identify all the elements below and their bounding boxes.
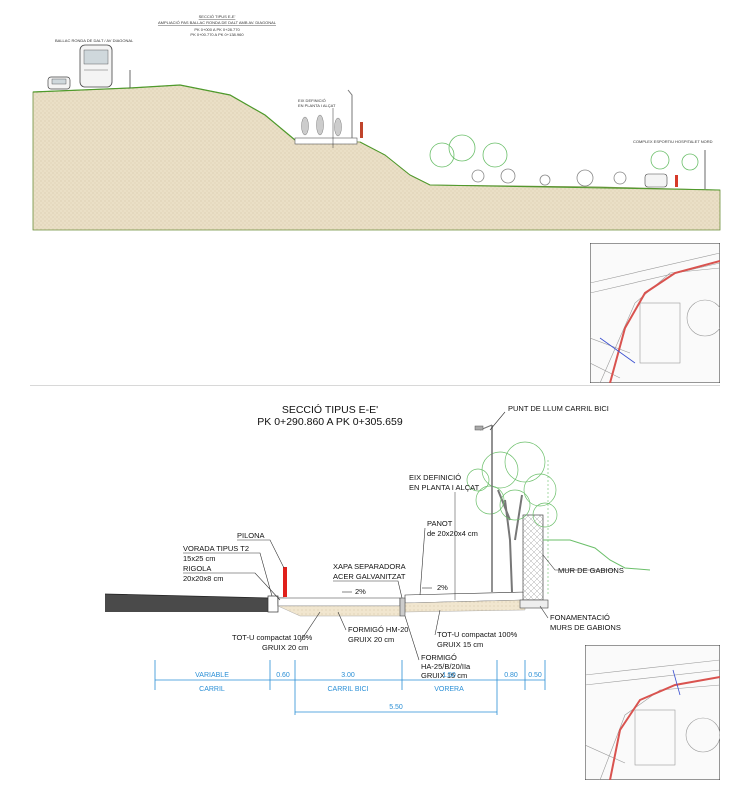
section-title: SECCIÓ TIPUS E-E' [282,403,378,416]
gabion-wall [522,514,544,601]
label-panot-2: de 20x20x4 cm [427,529,478,538]
bollard-pilona [283,567,287,597]
label-totu-left-2: GRUIX 20 cm [262,643,308,652]
zone-carril-bici: CARRIL BICI [328,686,369,693]
top-title-line-2: AMPLIACIÓ PAS BALLAC RONDA DE DALT AMB A… [158,20,277,25]
top-eix-label-2: EN PLANTA I ALÇAT [298,103,336,108]
label-formigo-ha-1: FORMIGÓ [421,653,457,662]
label-panot-1: PANOT [427,519,453,528]
top-title-line-1: SECCIÓ TIPUS E-E' [199,14,236,19]
trees-icon [429,134,699,187]
label-pilona: PILONA [237,531,265,540]
plan-route-highlight-bottom [609,676,720,780]
main-section-drawing: SECCIÓ TIPUS E-E' PK 0+290.860 A PK 0+30… [104,403,651,715]
vehicle-car-icon [47,76,71,90]
separator-plate [399,597,406,617]
top-title-line-3: PK 0+000 A PK 0+28.770 [194,27,240,32]
terrain-profile [32,84,721,231]
top-title-line-4: PK 0+00.770 A PK 0+138.960 [190,32,244,37]
top-left-label: BALLAC RONDA DE DALT / AV DIAGONAL [55,38,134,43]
label-formigo-ha-3: GRUIX 15 cm [421,671,467,680]
dim-550: 5.50 [389,704,403,711]
label-eix-2: EN PLANTA I ALÇAT [409,483,480,492]
label-rigola-1: RIGOLA [183,564,211,573]
plan-thumbnail-top [590,243,720,383]
road-carril [105,594,270,612]
dim-080: 0.80 [504,672,518,679]
slope-bike: 2% [355,587,366,596]
dimension-chain [154,660,546,715]
label-punt-llum: PUNT DE LLUM CARRIL BICI [508,404,609,413]
label-xapa-1: XAPA SEPARADORA [333,562,406,571]
top-eix-label-1: EIX DEFINICIÓ [298,98,326,103]
label-formigo-hm-1: FORMIGÓ HM-20 [348,625,408,634]
street-light-icon [474,424,493,592]
section-divider [30,385,720,386]
dim-150: 1.50 [442,672,456,679]
section-subtitle: PK 0+290.860 A PK 0+305.659 [257,416,403,428]
zone-carril: CARRIL [199,686,225,693]
dim-300: 3.00 [341,672,355,679]
curb-vorada [267,595,279,613]
slope-sidewalk: 2% [437,583,448,592]
label-vorada-2: 15x25 cm [183,554,216,563]
plan-thumbnail-bottom [585,645,720,780]
vehicle-bus-icon [79,44,113,88]
top-section-drawing: SECCIÓ TIPUS E-E' AMPLIACIÓ PAS BALLAC R… [32,14,721,231]
label-fonam-2: MURS DE GABIONS [550,623,621,632]
plan-route-highlight [609,260,720,383]
label-totu-right-1: TOT-U compactat 100% [437,630,518,639]
label-formigo-hm-2: GRUIX 20 cm [348,635,394,644]
label-totu-right-2: GRUIX 15 cm [437,640,483,649]
bike-lane-layer [277,597,401,607]
dim-060: 0.60 [276,672,290,679]
dim-variable: VARIABLE [195,672,229,679]
dim-050: 0.50 [528,672,542,679]
label-xapa-2: ACER GALVANITZAT [333,572,406,581]
label-formigo-ha-2: HA-25/B/20/IIa [421,662,471,671]
label-fonam-1: FONAMENTACIÓ [550,613,610,622]
label-rigola-2: 20x20x8 cm [183,574,223,583]
top-right-label: COMPLEX ESPORTIU HOSPITALET NORD [633,139,713,144]
pedestrian-figures-icon [301,114,342,137]
label-mur-gabions: MUR DE GABIONS [558,566,624,575]
tree-icon [466,441,558,593]
label-totu-left-1: TOT-U compactat 100% [232,633,313,642]
label-vorada-1: VORADA TIPUS T2 [183,544,249,553]
zone-vorera: VORERA [434,686,464,693]
label-eix-1: EIX DEFINICIÓ [409,473,461,482]
